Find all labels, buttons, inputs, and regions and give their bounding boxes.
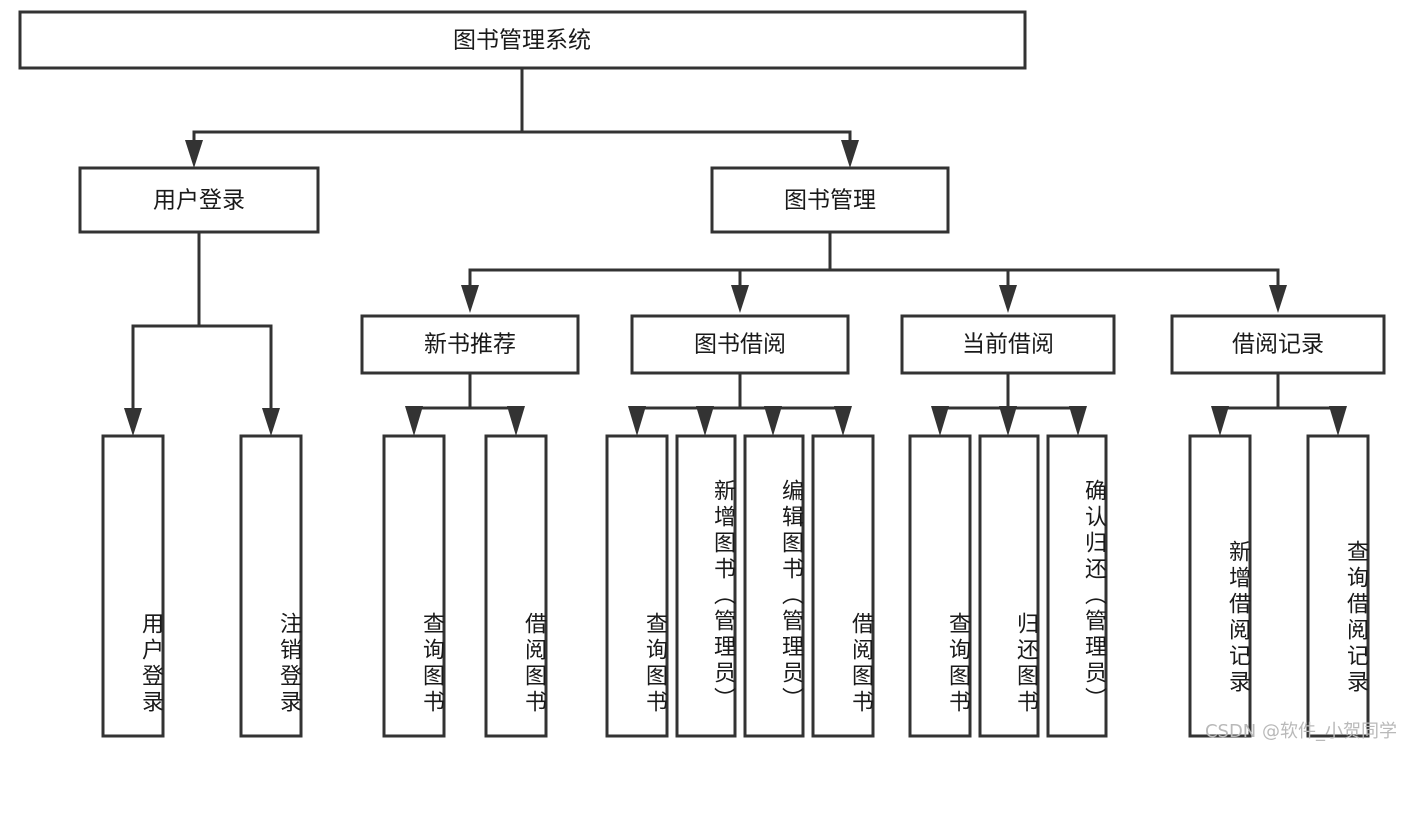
connector-root-to-level1 (185, 66, 859, 168)
node-current-borrow-label: 当前借阅 (962, 332, 1054, 358)
arrow-head-icon (1211, 406, 1229, 436)
arrow-head-icon (262, 408, 280, 436)
leaf-box-add-record[interactable] (1188, 434, 1252, 738)
node-borrow-records[interactable]: 借阅记录 (1170, 314, 1386, 375)
connector-current-to-leaves (931, 371, 1087, 436)
leaf-box-borrow-book-1[interactable] (484, 434, 548, 738)
arrow-head-icon (124, 408, 142, 436)
node-borrow-records-label: 借阅记录 (1232, 332, 1324, 358)
node-book-borrow[interactable]: 图书借阅 (630, 314, 850, 375)
node-book-borrow-label: 图书借阅 (694, 332, 786, 358)
leaf-box-query-book-2[interactable] (605, 434, 669, 738)
arrow-head-icon (461, 285, 479, 313)
arrow-head-icon (841, 140, 859, 168)
leaf-box-logout[interactable] (239, 434, 303, 738)
arrow-head-icon (999, 285, 1017, 313)
arrow-head-icon (628, 406, 646, 436)
node-new-book-recommend-label: 新书推荐 (424, 332, 516, 358)
arrow-head-icon (507, 406, 525, 436)
connector-bookmgmt-to-level2 (461, 230, 1287, 313)
leaf-box-user-login[interactable] (101, 434, 165, 738)
leaf-box-query-record[interactable] (1306, 434, 1370, 738)
diagram-canvas: 图书管理系统 用户登录 图书管理 新书推荐 图书借阅 当前借阅 借阅记录 (18, 10, 1386, 738)
arrow-head-icon (1269, 285, 1287, 313)
arrow-head-icon (999, 406, 1017, 436)
node-current-borrow[interactable]: 当前借阅 (900, 314, 1116, 375)
connector-userlogin-to-leaves (124, 230, 280, 436)
leaf-box-add-book[interactable] (675, 434, 737, 738)
node-user-login[interactable]: 用户登录 (78, 166, 320, 234)
node-book-management[interactable]: 图书管理 (710, 166, 950, 234)
arrow-head-icon (731, 285, 749, 313)
node-book-management-label: 图书管理 (784, 188, 876, 214)
arrow-head-icon (834, 406, 852, 436)
node-user-login-label: 用户登录 (153, 188, 245, 214)
arrow-head-icon (1069, 406, 1087, 436)
connector-newbook-to-leaves (405, 371, 525, 436)
flowchart-diagram: 图书管理系统 用户登录 图书管理 新书推荐 图书借阅 当前借阅 借阅记录 (18, 10, 1397, 742)
arrow-head-icon (931, 406, 949, 436)
arrow-head-icon (405, 406, 423, 436)
leaf-box-return-book[interactable] (978, 434, 1040, 738)
leaf-box-query-book-3[interactable] (908, 434, 972, 738)
arrow-head-icon (696, 406, 714, 436)
arrow-head-icon (764, 406, 782, 436)
connector-borrow-to-leaves (628, 371, 852, 436)
node-root-label: 图书管理系统 (453, 28, 591, 54)
arrow-head-icon (1329, 406, 1347, 436)
leaf-box-query-book-1[interactable] (382, 434, 446, 738)
leaf-box-confirm-return[interactable] (1046, 434, 1108, 738)
watermark-text: CSDN @软件_小贺同学 (1204, 721, 1397, 742)
leaf-box-borrow-book-2[interactable] (811, 434, 875, 738)
node-root[interactable]: 图书管理系统 (18, 10, 1027, 70)
leaf-box-edit-book[interactable] (743, 434, 805, 738)
node-new-book-recommend[interactable]: 新书推荐 (360, 314, 580, 375)
connector-records-to-leaves (1211, 371, 1347, 436)
arrow-head-icon (185, 140, 203, 168)
